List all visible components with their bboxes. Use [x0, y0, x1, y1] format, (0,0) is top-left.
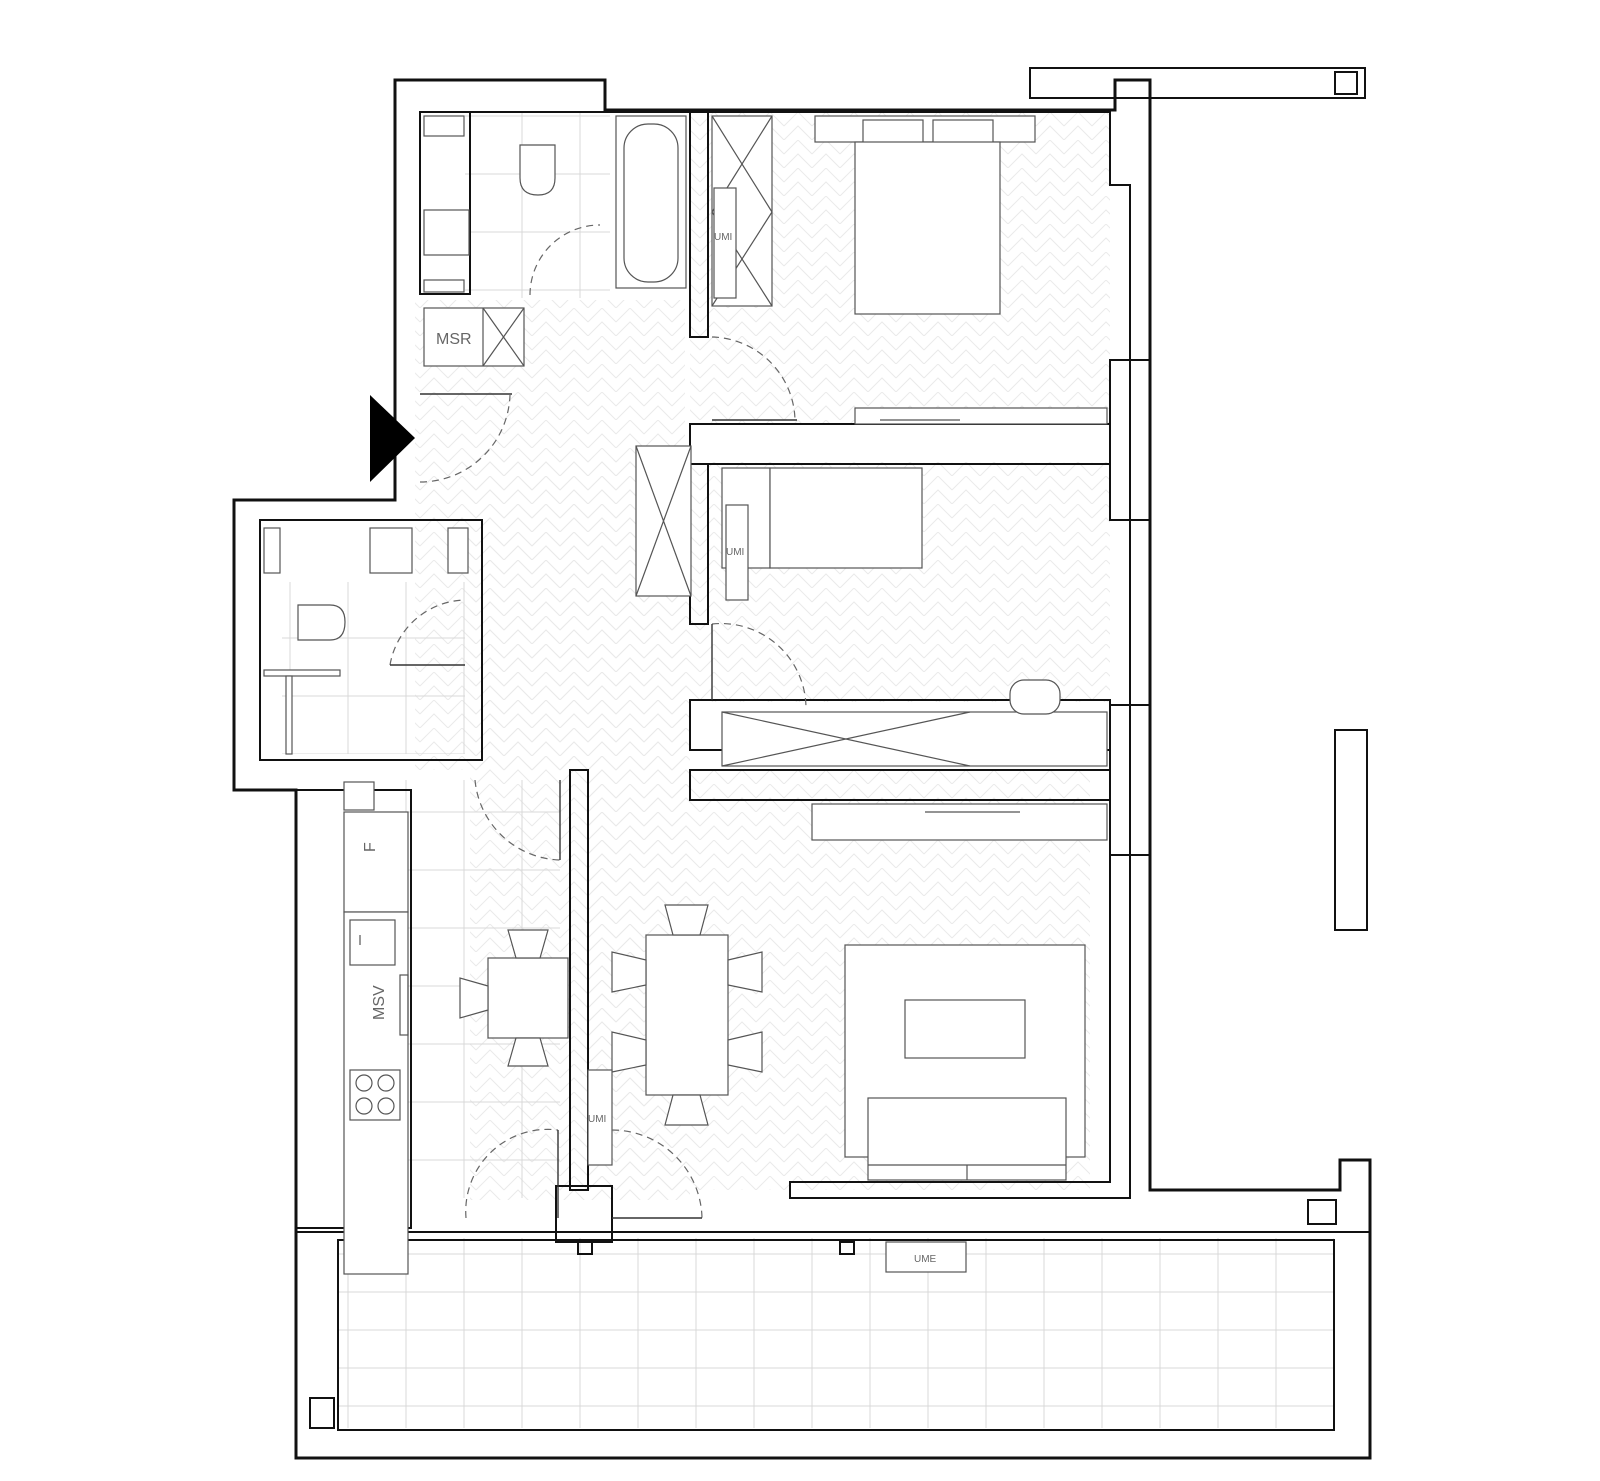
entrance-door [419, 394, 511, 483]
msv-label: MSV [371, 985, 388, 1020]
bedroom-2: UMI [711, 467, 1108, 767]
hall-closet [635, 445, 692, 597]
coffee-table [904, 999, 1026, 1059]
floor-tiles [282, 112, 1334, 1428]
washer-label-3: UMI [588, 1114, 606, 1125]
guest-wc [263, 527, 469, 755]
terrace-unit-label: UME [914, 1254, 937, 1265]
fridge [343, 811, 409, 913]
toilet-icon [519, 144, 556, 196]
toilet-icon-2 [297, 604, 346, 641]
entrance-arrow-icon [370, 395, 415, 482]
tv-console [811, 803, 1108, 841]
kitchen: F MSV [343, 779, 569, 1275]
living-room [811, 803, 1108, 1181]
desk-chair [1009, 679, 1061, 715]
sink [369, 527, 413, 574]
washer-label-2: UMI [726, 547, 744, 558]
bathtub [615, 115, 687, 289]
desk-wardrobe [721, 711, 1108, 767]
outdoor-unit [885, 1241, 967, 1273]
dining-table [645, 934, 729, 1096]
msr-label: MSR [436, 331, 472, 348]
terrace: UME [885, 1241, 967, 1273]
kitchen-table [487, 957, 569, 1039]
double-bed [854, 141, 1001, 315]
dining-area: UMI [587, 904, 763, 1219]
bathroom-main [423, 115, 687, 296]
msr-closet: MSR [423, 307, 525, 367]
fridge-label: F [362, 842, 379, 852]
master-bedroom: UMI [711, 115, 1108, 425]
washer-label-1: UMI [714, 232, 732, 243]
tv-unit [854, 407, 1108, 425]
single-bed [769, 467, 923, 569]
